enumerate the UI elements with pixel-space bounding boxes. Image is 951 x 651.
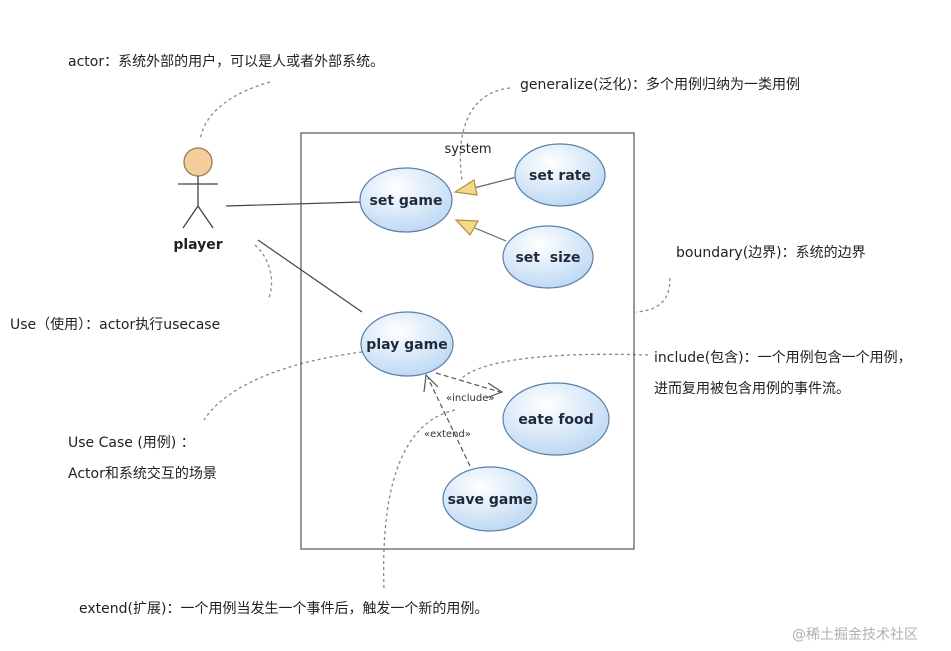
actor-figure — [178, 147, 218, 229]
actor-name: player — [173, 237, 222, 253]
boundary-note-connector — [635, 277, 671, 313]
extend-annotation: extend(扩展)：一个用例当发生一个事件后，触发一个新的用例。 — [79, 601, 489, 617]
usecase-note-connector — [203, 351, 363, 421]
usecase-label: play game — [366, 337, 447, 353]
actor-head — [183, 147, 213, 177]
usecase-annotation-line2: Actor和系统交互的场景 — [68, 466, 217, 482]
association-player-setgame — [225, 201, 362, 207]
use-annotation: Use（使用）：actor执行usecase — [10, 317, 221, 333]
actor-note-connector — [199, 81, 271, 141]
usecase-annotation-line1: Use Case (用例) ： — [68, 435, 195, 451]
include-annotation-line2: 进而复用被包含用例的事件流。 — [654, 381, 850, 397]
system-boundary — [300, 132, 635, 550]
association-lines — [225, 201, 363, 313]
usecase-label: set size — [515, 250, 580, 266]
association-player-playgame — [257, 239, 363, 313]
extend-arrow — [427, 377, 471, 467]
extend-label: «extend» — [424, 429, 471, 440]
usecase-set-rate[interactable]: set rate — [514, 143, 606, 207]
dependency-arrows — [423, 372, 504, 467]
include-label: «include» — [446, 393, 494, 404]
usecase-label: save game — [448, 492, 533, 508]
usecase-label: set game — [370, 193, 443, 209]
usecase-label: set rate — [529, 168, 591, 184]
system-label: system — [445, 142, 492, 157]
usecase-set-game[interactable]: set game — [359, 167, 453, 233]
usecase-play-game[interactable]: play game — [360, 311, 454, 377]
generalize-arrowhead-rate — [453, 179, 478, 196]
generalization-arrows — [453, 176, 518, 242]
usecase-eate-food[interactable]: eate food — [502, 382, 610, 456]
include-note-connector — [459, 353, 649, 381]
include-arrow — [435, 372, 501, 393]
use-note-connector — [254, 244, 273, 301]
boundary-annotation: boundary(边界)：系统的边界 — [676, 245, 866, 261]
generalize-annotation: generalize(泛化)：多个用例归纳为一类用例 — [520, 77, 800, 93]
usecase-save-game[interactable]: save game — [442, 466, 538, 532]
usecase-set-size[interactable]: set size — [502, 225, 594, 289]
usecase-label: eate food — [518, 412, 593, 428]
actor-annotation: actor：系统外部的用户，可以是人或者外部系统。 — [68, 54, 385, 70]
generalize-arrowhead-size — [454, 219, 480, 237]
include-annotation-line1: include(包含)：一个用例包含一个用例， — [654, 350, 912, 366]
watermark: @稀土掘金技术社区 — [792, 627, 918, 643]
generalize-note-connector — [459, 87, 511, 181]
